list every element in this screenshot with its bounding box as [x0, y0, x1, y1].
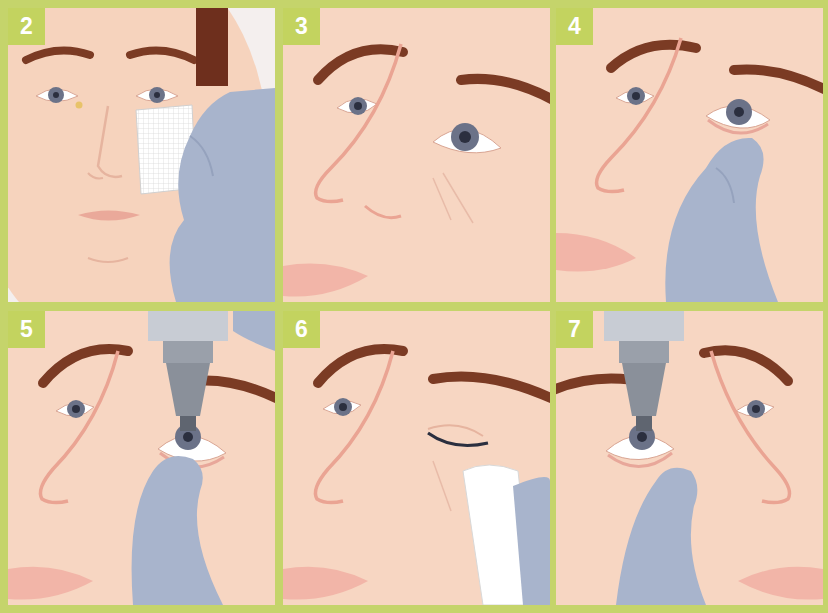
panel-lid-pulled [556, 8, 823, 302]
step-number: 3 [295, 15, 320, 38]
panel-drop-right [556, 311, 823, 605]
step-number: 6 [295, 318, 320, 341]
step-number-badge: 7 [556, 311, 593, 348]
step-number: 4 [568, 15, 593, 38]
panel-drop-left [8, 311, 275, 605]
step-number-badge: 6 [283, 311, 320, 348]
panel-face-front [8, 8, 275, 302]
step-number: 2 [20, 15, 45, 38]
step-number-badge: 3 [283, 8, 320, 45]
step-number-badge: 4 [556, 8, 593, 45]
step-number-badge: 5 [8, 311, 45, 348]
panel-eye-closed [283, 311, 550, 605]
step-number: 7 [568, 318, 593, 341]
panel-head-tilted [283, 8, 550, 302]
step-number: 5 [20, 318, 45, 341]
step-number-badge: 2 [8, 8, 45, 45]
